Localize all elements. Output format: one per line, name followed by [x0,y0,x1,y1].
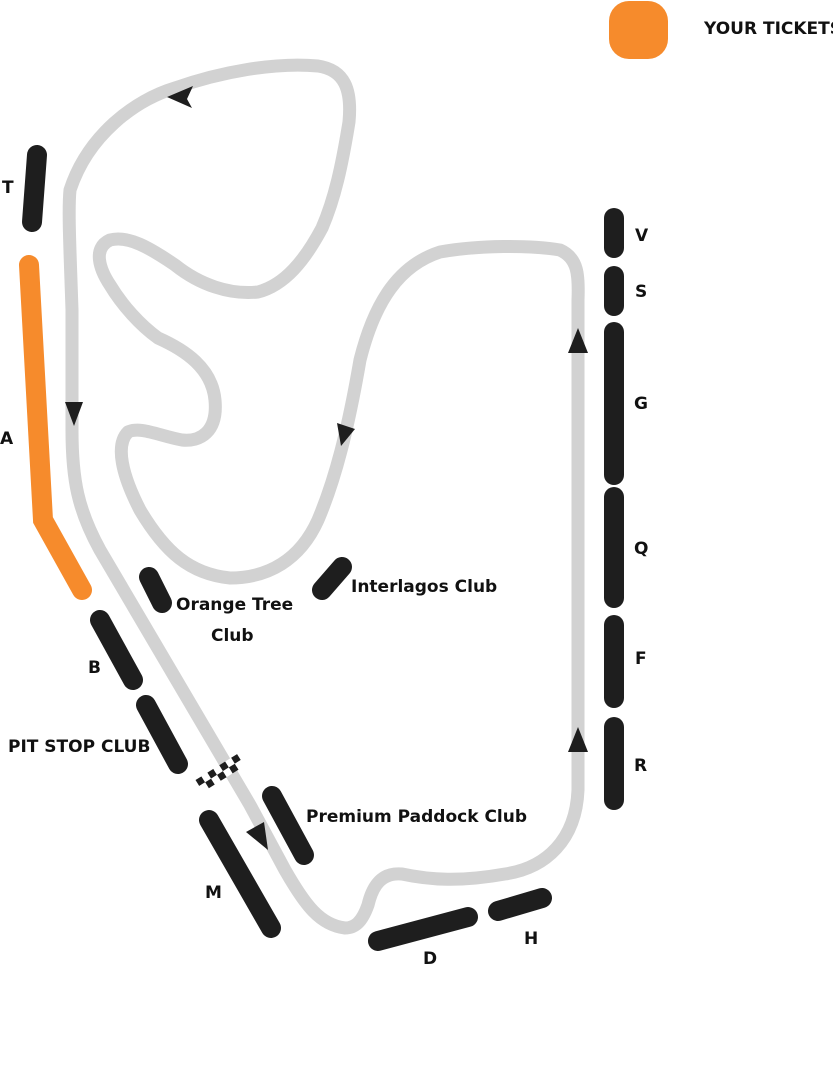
start-finish-line [195,754,245,792]
grandstand-premium-paddock-club[interactable] [262,786,314,865]
label-B: B [88,658,101,678]
label-T: T [2,178,14,198]
label-pit-stop-club: PIT STOP CLUB [8,737,150,757]
checker-square [231,754,241,764]
grandstand-orange-tree-club[interactable] [139,567,172,613]
legend-label: YOUR TICKETS [703,19,833,39]
checker-square [217,771,227,781]
checker-square [234,760,245,770]
label-premium-paddock-club: Premium Paddock Club [306,807,527,827]
direction-arrow-icon [246,822,268,850]
checker-square [195,776,206,786]
checker-square [199,782,209,792]
label-M: M [205,883,222,903]
grandstand-H[interactable] [488,888,552,921]
label-R: R [634,756,647,776]
checker-square [213,765,223,775]
label-Q: Q [634,539,648,559]
checker-square [222,767,233,778]
checker-square [219,761,229,772]
label-F: F [635,649,647,669]
label-H: H [524,929,538,949]
label-A: A [0,429,14,449]
label-interlagos-club: Interlagos Club [351,577,497,597]
checker-square [211,774,221,785]
grandstand-M[interactable] [199,810,281,938]
checker-square [201,772,212,783]
checker-square [228,763,239,774]
label-V: V [635,226,649,246]
grandstand-interlagos-club[interactable] [312,557,352,600]
race-track [62,58,585,935]
label-orange-tree-club-line1: Orange Tree [176,595,293,615]
direction-arrow-icon [568,328,588,353]
direction-arrow-icon [65,402,83,426]
direction-arrow-icon [337,423,355,446]
grandstand-pit-stop-club[interactable] [136,695,188,774]
label-S: S [635,282,647,302]
direction-arrow-icon [568,727,588,752]
checker-square [207,768,218,779]
grandstand-B[interactable] [90,610,143,690]
grandstand-T[interactable] [22,145,47,232]
grandstand-D[interactable] [368,907,478,951]
label-G: G [634,394,648,414]
direction-arrow-icon [167,86,193,108]
checker-square [205,778,215,789]
checker-square [225,757,235,768]
label-orange-tree-club-line2: Club [211,626,254,646]
legend-swatch [609,1,668,59]
label-D: D [423,949,437,969]
grandstand-A[interactable] [19,255,92,600]
